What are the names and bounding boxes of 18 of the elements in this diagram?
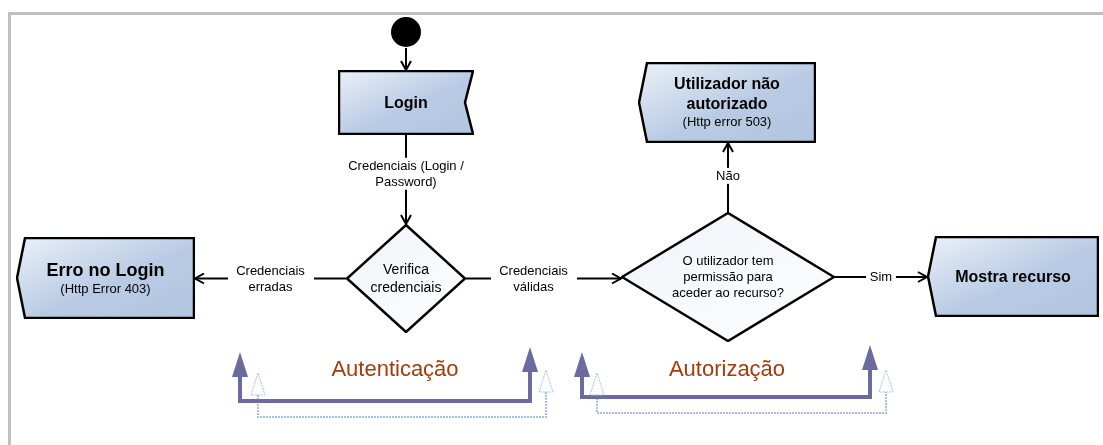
process-box [927,236,1099,317]
box-subtitle: (Http Error 403) [59,281,152,298]
phase-label: Autenticação [330,355,460,383]
box-subtitle: (Http error 503) [681,114,773,131]
box-title: Erro no Login [45,258,166,282]
process-box [16,237,195,319]
decision-diamond [346,224,466,333]
box-title: Utilizador não autorizado [673,74,781,115]
arrow [400,47,412,71]
box-title: Mostra recurso [954,266,1072,287]
decision-text: Verifica credenciais [369,261,443,296]
decision-text: O utilizador tem permissão para aceder ao recurso? [671,252,785,302]
start-node [390,16,422,48]
box-title: Login [383,92,429,113]
decision-diamond [621,212,835,342]
process-box [638,62,816,143]
process-box [338,70,474,135]
phase-label: Autorização [667,355,787,383]
